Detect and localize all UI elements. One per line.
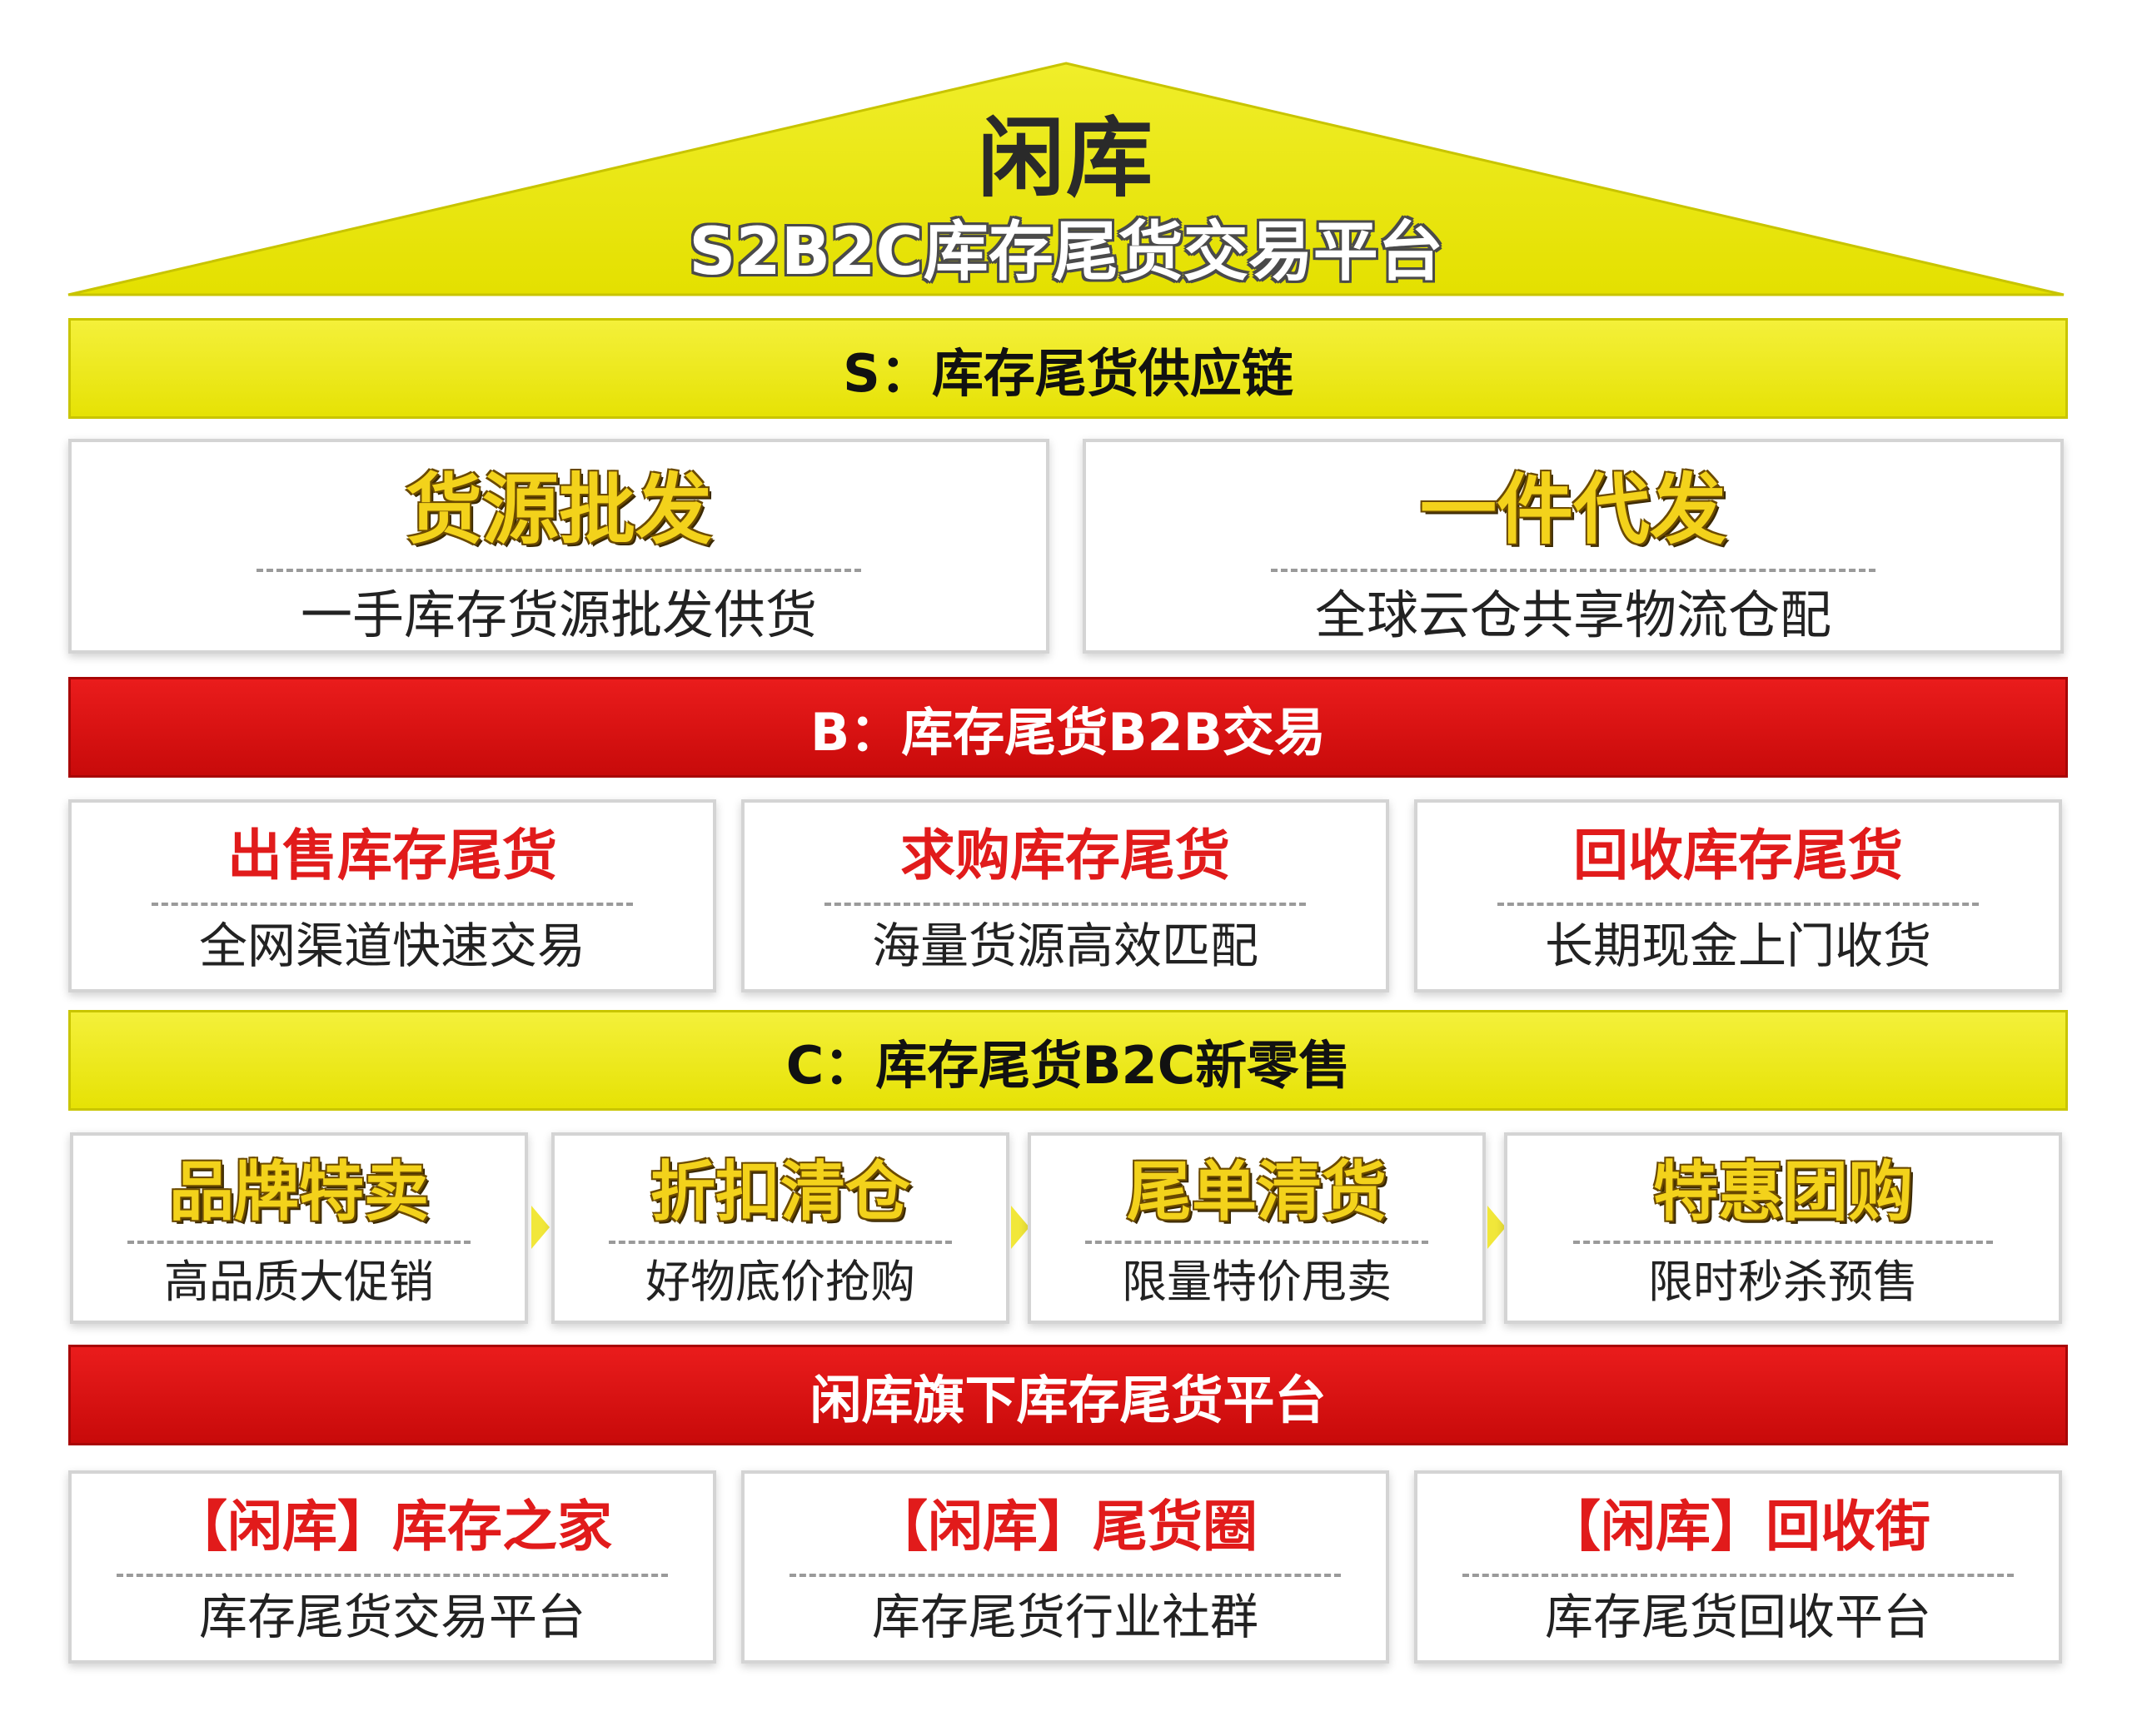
arrow-right-icon [1011,1206,1029,1249]
card-platform-recycle-street: 【闲库】回收街 库存尾货回收平台 [1414,1470,2062,1664]
card-title: 特惠团购 [1652,1155,1913,1230]
band-platform-label: 闲库旗下库存尾货平台 [809,1369,1327,1430]
card-tail-order-clearance: 尾单清货 限量特价甩卖 [1028,1132,1486,1324]
dashed-divider [152,903,633,906]
dashed-divider [789,1574,1342,1577]
roof-triangle [67,62,2065,296]
card-title: 一件代发 [1419,465,1726,555]
dashed-divider [1462,1574,2015,1577]
dashed-divider [1271,569,1875,572]
card-dropshipping: 一件代发 全球云仓共享物流仓配 [1083,439,2064,654]
band-s-label: S：库存尾货供应链 [843,342,1293,404]
card-desc: 海量货源高效匹配 [871,918,1258,974]
card-title: 【闲库】库存之家 [172,1495,612,1559]
band-c-b2c-retail: C：库存尾货B2C新零售 [68,1010,2068,1111]
card-title: 回收库存尾货 [1573,823,1903,888]
card-desc: 好物底价抢购 [645,1256,915,1308]
card-desc: 限时秒杀预售 [1648,1256,1918,1308]
card-platform-tail-circle: 【闲库】尾货圈 库存尾货行业社群 [741,1470,1389,1664]
card-title: 品牌特卖 [168,1155,429,1230]
dashed-divider [1497,903,1979,906]
card-title: 【闲库】回收街 [1546,1495,1930,1559]
card-title: 尾单清货 [1126,1155,1387,1230]
card-desc: 库存尾货交易平台 [198,1589,585,1645]
roof-title: S2B2C库存尾货交易平台 [689,215,1443,290]
card-sell-inventory: 出售库存尾货 全网渠道快速交易 [68,799,716,992]
dashed-divider [116,1574,669,1577]
band-b-b2b-trade: B：库存尾货B2B交易 [68,677,2068,778]
dashed-divider [824,903,1306,906]
card-desc: 库存尾货行业社群 [871,1589,1258,1645]
card-title: 货源批发 [405,465,712,555]
dashed-divider [257,569,861,572]
card-desc: 限量特价甩卖 [1122,1256,1392,1308]
band-b-label: B：库存尾货B2B交易 [810,701,1326,763]
arrow-right-icon [1487,1206,1506,1249]
card-desc: 全球云仓共享物流仓配 [1314,584,1831,645]
card-discount-clearance: 折扣清仓 好物底价抢购 [551,1132,1009,1324]
card-title: 【闲库】尾货圈 [873,1495,1258,1559]
card-buy-inventory: 求购库存尾货 海量货源高效匹配 [741,799,1389,992]
dashed-divider [1573,1241,1993,1244]
card-brand-sale: 品牌特卖 高品质大促销 [70,1132,528,1324]
band-platforms: 闲库旗下库存尾货平台 [68,1345,2068,1445]
card-recycle-inventory: 回收库存尾货 长期现金上门收货 [1414,799,2062,992]
card-wholesale: 货源批发 一手库存货源批发供货 [68,439,1049,654]
card-title: 出售库存尾货 [227,823,557,888]
band-c-label: C：库存尾货B2C新零售 [785,1034,1351,1096]
dashed-divider [609,1241,952,1244]
card-title: 折扣清仓 [650,1155,910,1230]
card-desc: 全网渠道快速交易 [198,918,585,974]
card-desc: 库存尾货回收平台 [1544,1589,1931,1645]
card-desc: 高品质大促销 [164,1256,434,1308]
dashed-divider [127,1241,471,1244]
arrow-right-icon [531,1206,550,1249]
band-s-supply-chain: S：库存尾货供应链 [68,318,2068,419]
dashed-divider [1085,1241,1428,1244]
card-group-buy: 特惠团购 限时秒杀预售 [1504,1132,2062,1324]
card-platform-inventory-home: 【闲库】库存之家 库存尾货交易平台 [68,1470,716,1664]
card-title: 求购库存尾货 [900,823,1230,888]
logo: 闲库 [977,107,1154,209]
card-desc: 一手库存货源批发供货 [300,584,817,645]
card-desc: 长期现金上门收货 [1544,918,1931,974]
